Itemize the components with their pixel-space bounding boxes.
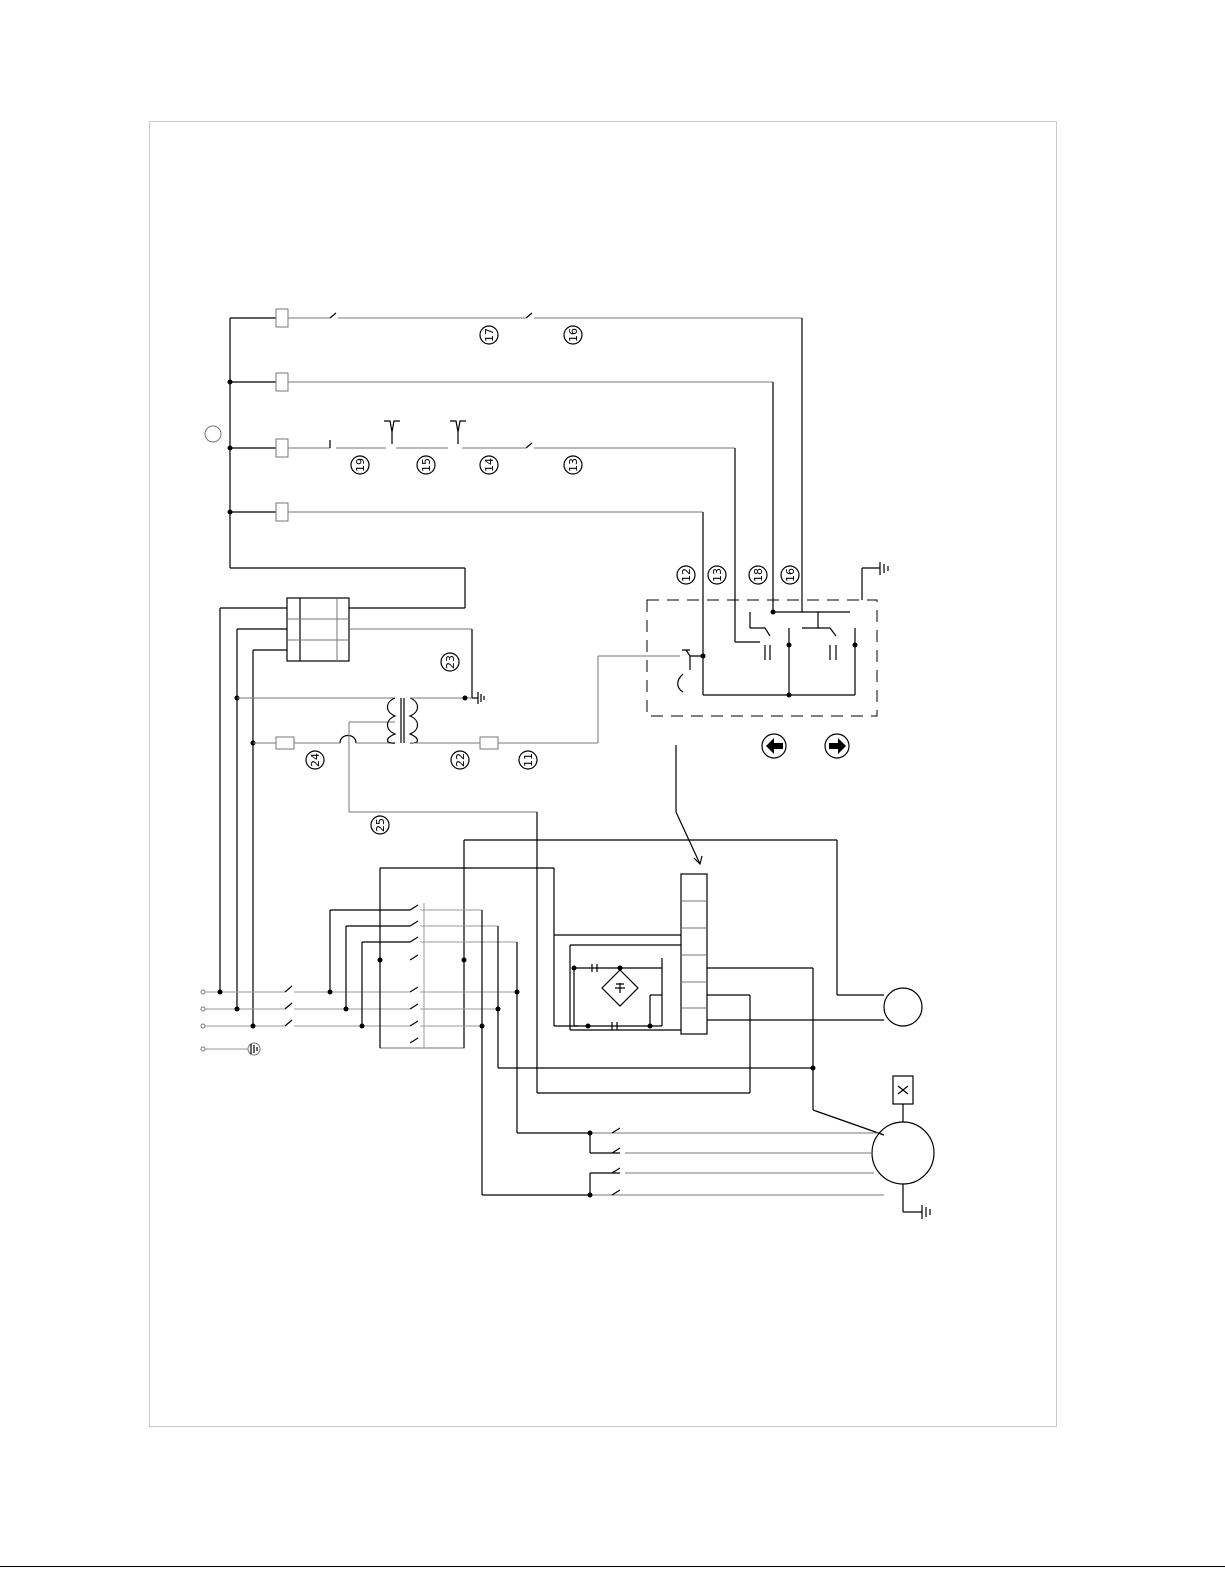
pushbutton-icon xyxy=(384,421,400,444)
brake-motor xyxy=(884,988,922,1026)
svg-text:23: 23 xyxy=(444,655,457,669)
svg-text:16: 16 xyxy=(784,568,797,582)
fuse-icon xyxy=(480,737,498,749)
svg-text:13: 13 xyxy=(567,458,580,472)
ground-icon xyxy=(248,1043,260,1055)
wire-label-12: 12 xyxy=(677,566,695,584)
wire-label-23: 23 xyxy=(441,653,459,671)
control-rungs xyxy=(205,309,802,656)
direction-right-icon xyxy=(825,734,849,758)
transformer-primary-icon xyxy=(388,698,396,743)
fuse-icon xyxy=(276,737,294,749)
wire-label-17: 17 xyxy=(480,326,498,344)
coil-icon xyxy=(276,309,288,327)
wire-label-16b: 16 xyxy=(781,566,799,584)
wire-label-13: 13 xyxy=(564,456,582,474)
wire-label-13b: 13 xyxy=(708,566,726,584)
coil-icon xyxy=(276,373,288,391)
svg-text:17: 17 xyxy=(483,328,496,342)
wire-label-25: 25 xyxy=(371,816,389,834)
control-board xyxy=(554,745,884,1135)
ground-icon xyxy=(922,1205,930,1219)
terminal-block xyxy=(287,598,472,698)
reversing-contacts-icon xyxy=(590,1128,620,1195)
indicator-lamp-icon xyxy=(205,426,221,442)
limit-switch-icon xyxy=(735,628,770,660)
cam-icon xyxy=(678,674,683,692)
wire-label-16: 16 xyxy=(564,326,582,344)
svg-text:22: 22 xyxy=(454,753,467,767)
svg-text:19: 19 xyxy=(354,458,367,472)
main-switch-icon xyxy=(285,986,292,1026)
limit-switch-box xyxy=(647,562,888,716)
wire-label-24: 24 xyxy=(306,751,324,769)
wire-label-11: 11 xyxy=(519,751,537,769)
arrow-icon xyxy=(676,812,702,864)
wire-label-18: 18 xyxy=(749,566,767,584)
transformer-secondary-icon xyxy=(410,698,418,743)
pushbutton-icon xyxy=(450,421,466,444)
motor-icon xyxy=(872,1122,934,1184)
svg-text:25: 25 xyxy=(374,818,387,832)
control-transformer xyxy=(237,656,680,1093)
svg-text:14: 14 xyxy=(483,458,496,472)
wire-label-14: 14 xyxy=(480,456,498,474)
svg-text:15: 15 xyxy=(420,458,433,472)
svg-text:24: 24 xyxy=(309,753,322,767)
direction-left-icon xyxy=(762,734,786,758)
wire-label-19: 19 xyxy=(351,456,369,474)
incoming-lines xyxy=(220,608,287,1026)
ground-icon xyxy=(472,692,484,704)
power-section xyxy=(201,840,884,1195)
limit-switch-icon xyxy=(802,628,836,660)
svg-text:16: 16 xyxy=(567,328,580,342)
ground-icon xyxy=(880,562,888,575)
svg-text:12: 12 xyxy=(680,568,693,582)
svg-text:18: 18 xyxy=(752,568,765,582)
svg-text:13: 13 xyxy=(711,568,724,582)
brake-icon xyxy=(884,988,922,1026)
wire-label-22: 22 xyxy=(451,751,469,769)
main-motor xyxy=(588,1076,935,1219)
wire-labels: 17 16 19 15 14 13 12 13 18 16 23 24 22 1… xyxy=(306,326,799,834)
coil-icon xyxy=(276,503,288,521)
svg-text:11: 11 xyxy=(522,753,535,767)
coil-icon xyxy=(276,439,288,457)
wire-label-15: 15 xyxy=(417,456,435,474)
